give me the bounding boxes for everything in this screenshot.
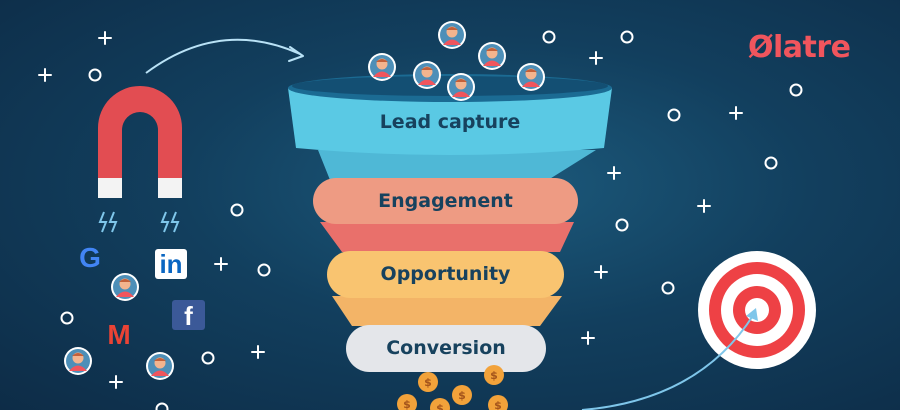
circle-icon (615, 218, 629, 232)
linkedin-logo-icon: in (155, 249, 187, 279)
circle-icon (88, 68, 102, 82)
funnel-connector (318, 150, 596, 180)
svg-text:$: $ (494, 399, 502, 410)
coin-icon: $ (418, 372, 438, 392)
funnel-stage-opportunity (327, 251, 564, 298)
plus-icon (214, 257, 228, 271)
plus-icon (697, 199, 711, 213)
svg-text:$: $ (436, 402, 444, 410)
svg-text:$: $ (424, 376, 432, 389)
svg-text:$: $ (403, 398, 411, 410)
funnel-label-opportunity: Opportunity (380, 263, 511, 285)
circle-icon (620, 30, 634, 44)
funnel-stage-engagement (313, 178, 578, 224)
coin-icon: $ (484, 365, 504, 385)
coin-icon: $ (452, 385, 472, 405)
plus-icon (729, 106, 743, 120)
google-logo-icon: G (79, 242, 101, 273)
coin-icon: $ (430, 398, 450, 410)
circle-icon (230, 203, 244, 217)
plus-icon (251, 345, 265, 359)
funnel-stage-conversion (346, 325, 546, 372)
brand-logo: Ølatre (748, 30, 851, 65)
circle-icon (789, 83, 803, 97)
circle-icon (667, 108, 681, 122)
arrow-icon (145, 38, 304, 74)
plus-icon (607, 166, 621, 180)
target-icon (581, 251, 816, 410)
circle-icon (661, 281, 675, 295)
magnet-icon (98, 86, 182, 233)
plus-icon (109, 375, 123, 389)
facebook-logo-icon: f (172, 300, 205, 331)
svg-text:$: $ (458, 389, 466, 402)
circle-icon (257, 263, 271, 277)
funnel-label-lead-capture: Lead capture (379, 111, 521, 133)
circle-icon (155, 402, 169, 410)
circle-icon (60, 311, 74, 325)
funnel-connector (332, 296, 562, 326)
circle-icon (764, 156, 778, 170)
svg-text:$: $ (490, 369, 498, 382)
coin-icon: $ (488, 395, 508, 410)
plus-icon (98, 31, 112, 45)
funnel-label-conversion: Conversion (386, 337, 506, 359)
funnel-label-engagement: Engagement (378, 190, 513, 212)
plus-icon (581, 331, 595, 345)
coin-icon: $ (397, 394, 417, 410)
gmail-logo-icon: M (107, 319, 131, 350)
plus-icon (594, 265, 608, 279)
plus-icon (589, 51, 603, 65)
circle-icon (542, 30, 556, 44)
funnel-connector (320, 222, 574, 252)
circle-icon (201, 351, 215, 365)
plus-icon (38, 68, 52, 82)
